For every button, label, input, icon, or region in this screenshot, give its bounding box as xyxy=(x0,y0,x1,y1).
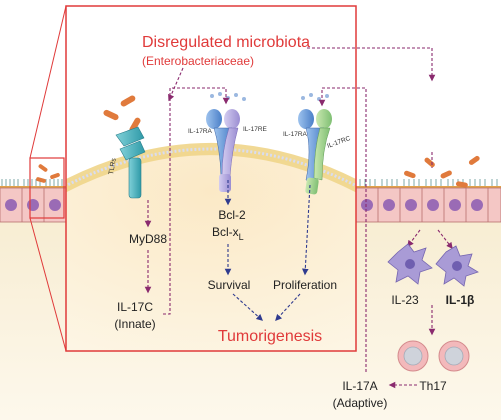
il17ra-label-2: IL-17RA xyxy=(283,131,308,138)
il17c-label: IL-17C xyxy=(117,300,153,314)
arrow-microbiota-to-right xyxy=(307,47,436,82)
proliferation-label: Proliferation xyxy=(273,278,337,292)
small-bacteria xyxy=(36,164,60,183)
diagram-subtitle: (Enterobacteriaceae) xyxy=(142,54,254,68)
right-bacteria xyxy=(404,155,480,188)
arrow-survival-to-tumor xyxy=(232,293,263,321)
il1b-label: IL-1β xyxy=(446,293,475,307)
il17ra-rc-receptor xyxy=(298,109,332,195)
il17re-label: IL-17RE xyxy=(243,126,268,133)
dendritic-cell-2 xyxy=(435,245,479,287)
zoom-line-top xyxy=(29,5,67,159)
zoom-panel-border xyxy=(65,5,357,352)
bclx-label: Bcl-xL xyxy=(212,225,244,242)
th17-cell-1 xyxy=(397,340,429,372)
epithelium-left xyxy=(0,157,67,223)
diagram-title: Disregulated microbiota xyxy=(142,34,310,51)
zoom-box xyxy=(29,157,65,219)
arrow-microbiota-to-bacteria xyxy=(168,67,184,102)
bclx-subscript: L xyxy=(239,232,244,242)
survival-label: Survival xyxy=(208,278,251,292)
th17-label: Th17 xyxy=(419,379,447,393)
bclx-main-text: Bcl-x xyxy=(212,225,239,239)
tlr-receptor xyxy=(115,126,146,199)
tlr-label: TLRs xyxy=(108,157,118,175)
il17ra-re-receptor xyxy=(206,109,240,192)
epithelium-right xyxy=(355,155,501,223)
arrow-to-il1b-cell xyxy=(437,229,453,250)
il17ra-label-1: IL-17RA xyxy=(188,128,213,135)
arrow-il17c-feedback xyxy=(163,87,230,315)
th17-cell-2 xyxy=(438,340,470,372)
arrow-to-il23-cell xyxy=(407,229,421,248)
ligand-dots-2 xyxy=(301,93,329,101)
zoom-line-bottom xyxy=(29,217,67,352)
dendritic-cell-1 xyxy=(387,243,433,285)
arrow-il17a-feedback xyxy=(318,87,367,372)
arrow-proliferation-to-tumor xyxy=(275,293,301,321)
bcl2-label: Bcl-2 xyxy=(218,208,246,222)
panel-bacteria xyxy=(103,95,141,133)
myd88-label: MyD88 xyxy=(129,232,167,246)
adaptive-label: (Adaptive) xyxy=(333,396,388,410)
il17a-label: IL-17A xyxy=(342,379,377,393)
il23-label: IL-23 xyxy=(391,293,419,307)
tumorigenesis-label: Tumorigenesis xyxy=(218,328,322,345)
innate-label: (Innate) xyxy=(114,317,155,331)
